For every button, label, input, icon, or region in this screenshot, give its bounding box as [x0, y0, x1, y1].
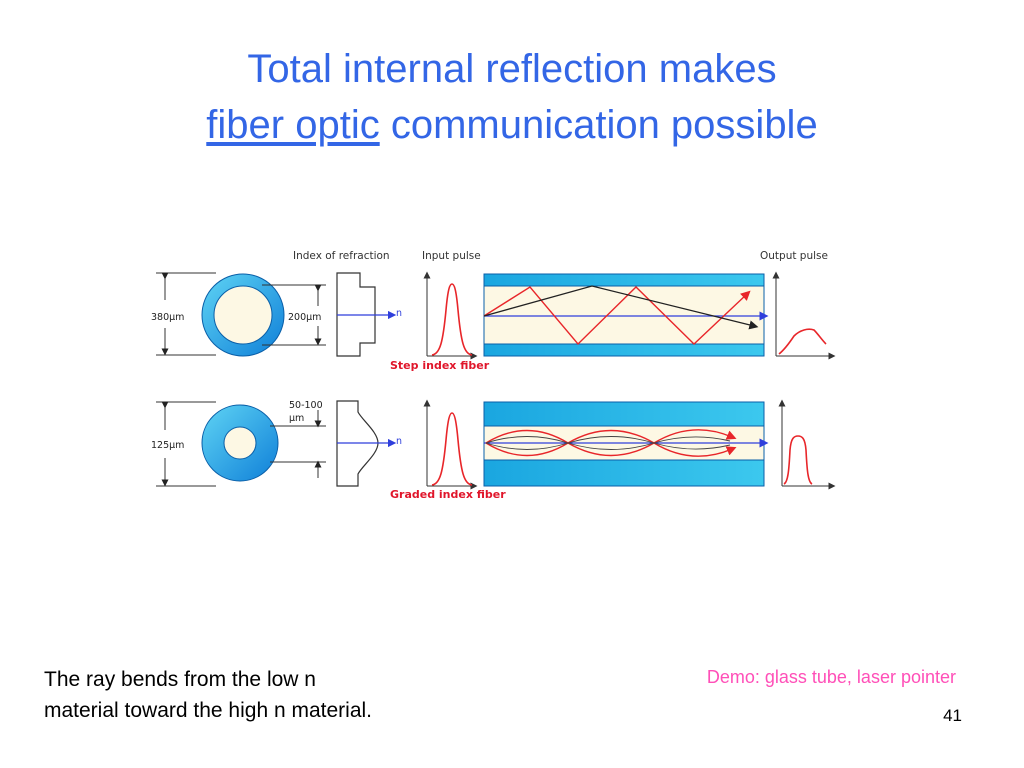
- core-diameter-label: 200μm: [288, 312, 321, 323]
- slide-title-line-1: Total internal reflection makes: [247, 47, 777, 91]
- outer-diameter-dimension: 380μm: [151, 272, 216, 356]
- step-fiber-longitudinal: [483, 273, 769, 357]
- outer-diameter-label: 380μm: [151, 312, 184, 323]
- step-index-fiber-label: Step index fiber: [390, 359, 490, 372]
- index-of-refraction-header: Index of refraction: [293, 250, 390, 262]
- graded-outer-diameter-dimension: 125μm: [151, 401, 216, 487]
- page-number: 41: [943, 706, 962, 725]
- slide-title-line-2: fiber optic communication possible: [0, 100, 1024, 150]
- demo-note: Demo: glass tube, laser pointer: [706, 667, 956, 687]
- graded-fiber-cross-section: [201, 404, 279, 482]
- core-diameter-dimension: 200μm: [262, 284, 326, 346]
- step-input-pulse-plot: [423, 271, 478, 360]
- fiber-optic-link[interactable]: fiber optic: [206, 103, 380, 147]
- graded-index-row: 125μm 50-100 μm n: [151, 399, 836, 501]
- slide-title-line-2-rest: communication possible: [379, 103, 818, 147]
- step-fiber-cross-section: [201, 273, 285, 357]
- step-axis-n-label: n: [396, 308, 402, 319]
- step-index-row: 380μm 200μm n: [151, 271, 836, 372]
- graded-axis-n-label: n: [396, 436, 402, 447]
- graded-input-pulse-plot: [423, 399, 478, 490]
- graded-index-fiber-label: Graded index fiber: [390, 488, 506, 501]
- graded-output-pulse-plot: [778, 399, 836, 490]
- step-index-profile: [336, 272, 376, 357]
- output-pulse-header: Output pulse: [760, 250, 828, 262]
- graded-fiber-longitudinal: [483, 401, 769, 487]
- caption: The ray bends from the low n material to…: [44, 664, 484, 726]
- graded-outer-diameter-label: 125μm: [151, 440, 184, 451]
- graded-core-diameter-dimension: 50-100 μm: [270, 400, 326, 478]
- caption-line-2: material toward the high n material.: [44, 699, 372, 722]
- fiber-optic-diagram: Index of refraction Input pulse Output p…: [151, 250, 836, 501]
- caption-line-1: The ray bends from the low n: [44, 668, 316, 691]
- graded-core-diameter-label-2: μm: [289, 413, 304, 424]
- graded-core-diameter-label-1: 50-100: [289, 400, 323, 411]
- step-output-pulse-plot: [772, 271, 836, 360]
- input-pulse-header: Input pulse: [422, 250, 481, 262]
